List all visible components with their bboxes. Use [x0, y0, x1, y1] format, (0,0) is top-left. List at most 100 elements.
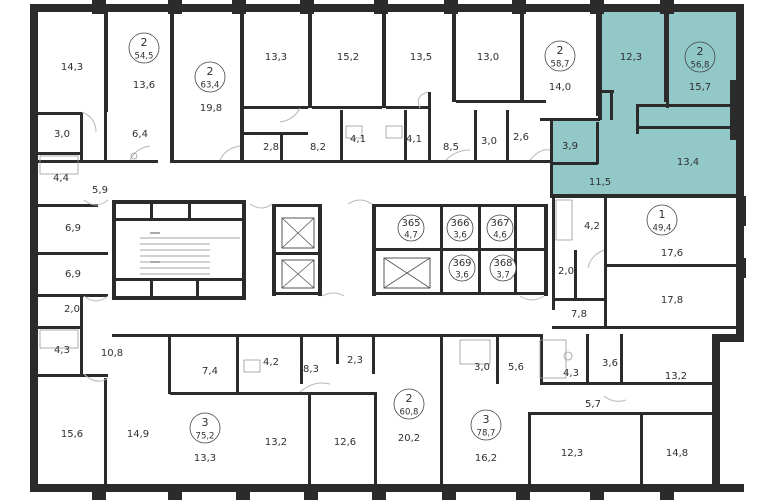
unit-markers: 2 54,5 2 63,4 2 58,7 2 56,8 1 49,4 3 75,… [128, 32, 716, 444]
unit-marker[interactable]: 2 54,5 [128, 32, 160, 64]
room-area: 13,4 [677, 157, 699, 168]
room-area: 3,0 [481, 136, 497, 147]
unit-area: 63,4 [201, 81, 220, 91]
storage-marker[interactable]: 366 3,6 [446, 214, 474, 242]
outer-walls [30, 0, 746, 500]
room-area: 15,6 [61, 429, 83, 440]
room-area: 4,3 [54, 345, 70, 356]
room-area: 4,1 [350, 134, 366, 145]
room-area: 3,0 [474, 362, 490, 373]
storage-marker[interactable]: 365 4,7 [397, 214, 425, 242]
room-area: 7,8 [571, 309, 587, 320]
unit-marker[interactable]: 2 56,8 [684, 41, 716, 73]
room-area: 15,2 [337, 52, 359, 63]
unit-marker[interactable]: 2 58,7 [544, 40, 576, 72]
storage-area: 4,7 [404, 231, 418, 241]
unit-area: 60,8 [400, 408, 419, 418]
room-area: 6,9 [65, 269, 81, 280]
room-area: 10,8 [101, 348, 123, 359]
room-area: 4,3 [563, 368, 579, 379]
storage-number: 368 [493, 258, 512, 269]
room-area: 13,5 [410, 52, 432, 63]
room-area: 17,6 [661, 248, 683, 259]
unit-area: 78,7 [477, 429, 496, 439]
storage-number: 369 [452, 258, 471, 269]
room-area: 3,0 [54, 129, 70, 140]
room-area: 3,6 [602, 358, 618, 369]
storage-marker[interactable]: 369 3,6 [448, 254, 476, 282]
storage-area: 3,7 [496, 271, 510, 281]
storage-marker[interactable]: 367 4,6 [486, 214, 514, 242]
room-area: 2,6 [513, 132, 529, 143]
highlighted-apartment[interactable] [552, 10, 740, 196]
room-area: 4,1 [406, 134, 422, 145]
room-area: 16,2 [475, 453, 497, 464]
room-area: 3,9 [562, 141, 578, 152]
room-area: 4,2 [263, 357, 279, 368]
room-area: 19,8 [200, 103, 222, 114]
room-area: 20,2 [398, 433, 420, 444]
room-area: 5,7 [585, 399, 601, 410]
unit-marker[interactable]: 3 75,2 [189, 412, 221, 444]
room-area: 12,3 [561, 448, 583, 459]
room-area: 14,9 [127, 429, 149, 440]
door-swings [81, 91, 627, 402]
room-area: 8,2 [310, 142, 326, 153]
room-area: 13,6 [133, 80, 155, 91]
storage-area: 4,6 [493, 231, 507, 241]
room-area: 13,0 [477, 52, 499, 63]
room-area: 15,7 [689, 82, 711, 93]
unit-rooms: 2 [697, 45, 704, 58]
unit-rooms: 2 [207, 65, 214, 78]
storage-marker[interactable]: 368 3,7 [489, 254, 517, 282]
room-area: 6,4 [132, 129, 148, 140]
room-area: 13,3 [265, 52, 287, 63]
room-area: 17,8 [661, 295, 683, 306]
room-area: 7,4 [202, 366, 218, 377]
storage-area: 3,6 [455, 271, 469, 281]
bathroom-fixtures [39, 125, 573, 379]
unit-rooms: 2 [141, 36, 148, 49]
stairwell [140, 232, 240, 275]
room-area: 5,9 [92, 185, 108, 196]
room-area: 2,0 [64, 304, 80, 315]
room-area: 14,3 [61, 62, 83, 73]
storage-number: 365 [401, 218, 420, 229]
room-area: 13,3 [194, 453, 216, 464]
room-area: 13,2 [665, 371, 687, 382]
unit-rooms: 2 [406, 392, 413, 405]
room-area: 14,0 [549, 82, 571, 93]
unit-rooms: 3 [202, 416, 209, 429]
storage-number: 366 [450, 218, 469, 229]
room-area: 11,5 [589, 177, 611, 188]
room-area: 14,8 [666, 448, 688, 459]
room-area-labels: 14,3 13,6 19,8 13,3 15,2 13,5 13,0 14,0 … [53, 52, 711, 464]
room-area: 12,6 [334, 437, 356, 448]
room-area: 6,9 [65, 223, 81, 234]
interior-walls [38, 8, 742, 484]
elevator-shafts [281, 217, 431, 289]
storage-number: 367 [490, 218, 509, 229]
unit-area: 54,5 [135, 52, 154, 62]
unit-marker[interactable]: 2 60,8 [393, 388, 425, 420]
unit-marker[interactable]: 3 78,7 [470, 409, 502, 441]
room-area: 13,2 [265, 437, 287, 448]
room-area: 8,5 [443, 142, 459, 153]
unit-marker[interactable]: 2 63,4 [194, 61, 226, 93]
room-area: 4,2 [584, 221, 600, 232]
room-area: 5,6 [508, 362, 524, 373]
room-area: 12,3 [620, 52, 642, 63]
unit-area: 56,8 [691, 61, 710, 71]
unit-area: 75,2 [196, 432, 215, 442]
room-area: 2,0 [558, 266, 574, 277]
unit-area: 58,7 [551, 60, 570, 70]
room-area: 2,3 [347, 355, 363, 366]
unit-marker[interactable]: 1 49,4 [646, 204, 678, 236]
room-area: 2,8 [263, 142, 279, 153]
unit-rooms: 2 [557, 44, 564, 57]
room-area: 8,3 [303, 364, 319, 375]
storage-area: 3,6 [453, 231, 467, 241]
unit-rooms: 1 [659, 208, 666, 221]
unit-rooms: 3 [483, 413, 490, 426]
